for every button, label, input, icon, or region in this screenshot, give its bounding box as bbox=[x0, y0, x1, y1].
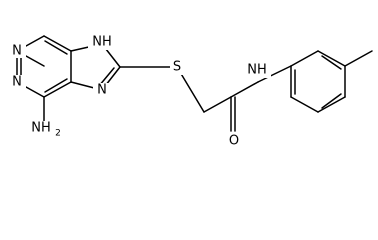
atom-nh2-subscript: 2 bbox=[55, 129, 61, 139]
bond bbox=[203, 96, 232, 113]
benzene-ring bbox=[290, 50, 373, 113]
bond bbox=[317, 96, 346, 113]
atom-o: O bbox=[229, 134, 239, 149]
atom-n-pyrimidine-bottom: N bbox=[12, 75, 22, 90]
chemical-structure: N N NH 2 NH N S NH O bbox=[8, 34, 373, 149]
bond bbox=[257, 65, 292, 83]
atom-nh-imidazole: NH bbox=[92, 35, 112, 50]
bond bbox=[230, 81, 259, 98]
atom-n-pyrimidine-top: N bbox=[12, 44, 22, 59]
atom-nh2: NH bbox=[31, 121, 51, 136]
bond bbox=[290, 96, 319, 113]
bond bbox=[43, 81, 72, 98]
side-chain bbox=[119, 65, 292, 132]
atom-nh-amide: NH bbox=[247, 63, 267, 78]
bond bbox=[43, 35, 72, 52]
bond bbox=[44, 40, 68, 55]
atom-s: S bbox=[173, 60, 181, 75]
bond bbox=[321, 93, 342, 109]
bond bbox=[321, 55, 342, 70]
bond bbox=[44, 78, 68, 93]
atom-n-imidazole: N bbox=[97, 83, 107, 98]
atom-labels: N N NH 2 NH N S NH O bbox=[8, 34, 271, 149]
bond bbox=[317, 50, 346, 67]
bond bbox=[290, 50, 319, 67]
bond bbox=[344, 50, 373, 67]
